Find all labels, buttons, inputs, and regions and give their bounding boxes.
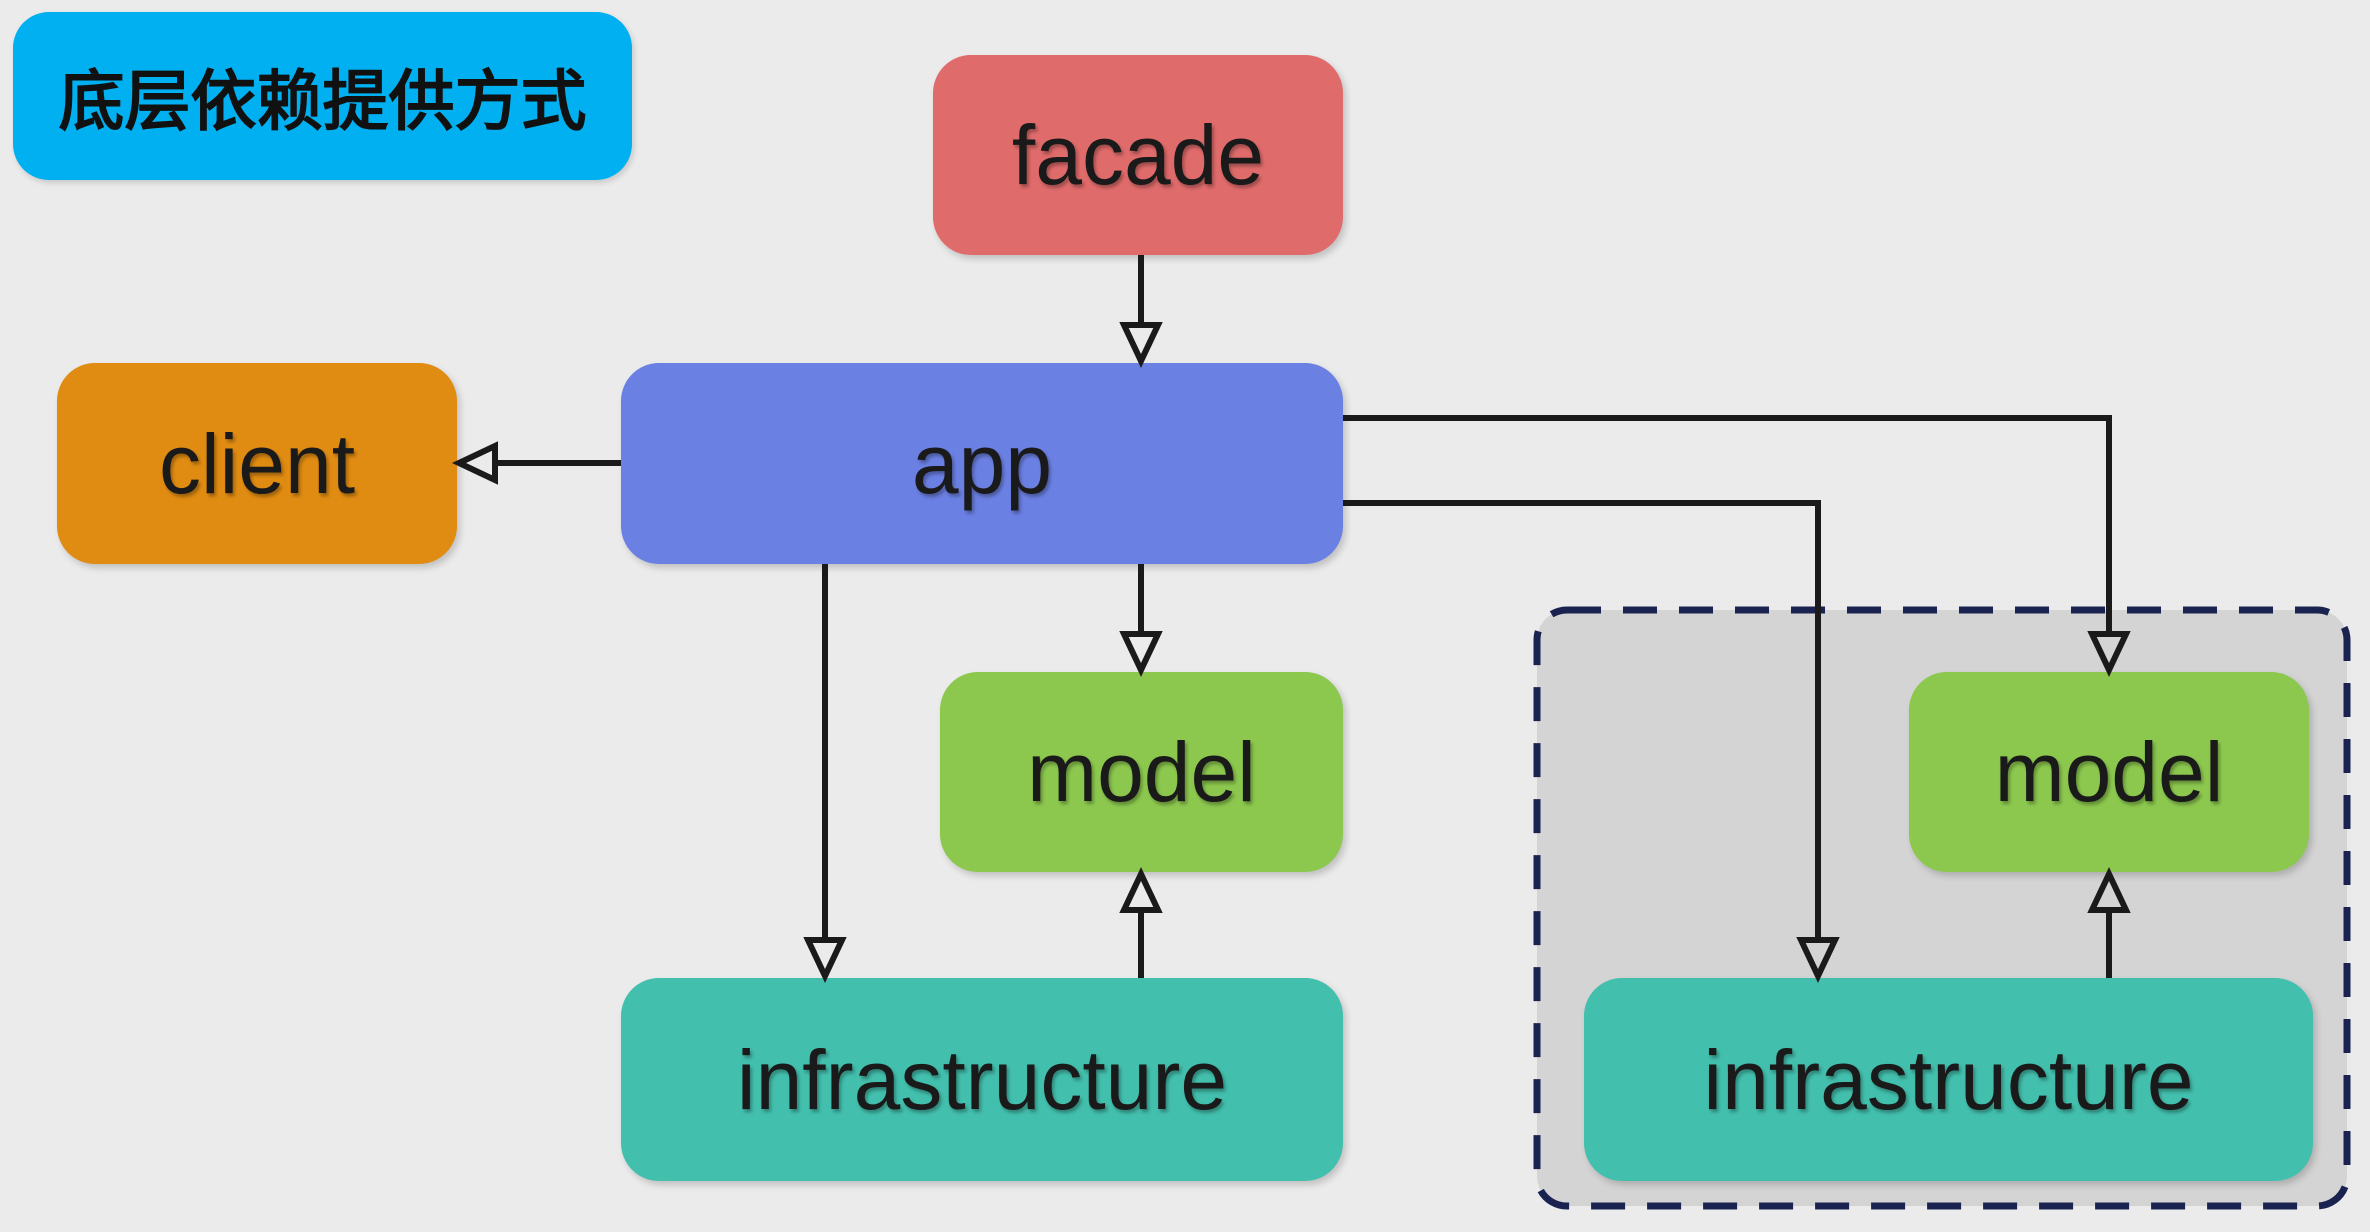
open-arrowhead-icon	[2087, 631, 2131, 678]
node-app-label: app	[911, 416, 1053, 511]
node-model-right: model	[1909, 672, 2309, 872]
node-model-left: model	[940, 672, 1343, 872]
edge-app-client	[451, 441, 621, 485]
node-model-right-label: model	[1994, 725, 2224, 819]
node-infrastructure-left: infrastructure	[621, 978, 1343, 1181]
edge-facade-app	[1119, 255, 1163, 369]
title-badge: 底层依赖提供方式	[13, 12, 632, 180]
edge-infrastructure-left-model-left	[1119, 866, 1163, 978]
node-infrastructure-right: infrastructure	[1584, 978, 2313, 1181]
edge-app-infrastructure-right	[1343, 500, 1840, 984]
node-infrastructure-right-label: infrastructure	[1703, 1032, 2194, 1127]
title-badge-label: 底层依赖提供方式	[58, 64, 587, 138]
open-arrowhead-icon	[2087, 866, 2131, 913]
open-arrowhead-icon	[1119, 322, 1163, 369]
edge-app-model-left	[1119, 564, 1163, 678]
open-arrowhead-icon	[1796, 937, 1840, 984]
node-facade-label: facade	[1011, 108, 1265, 202]
open-arrowhead-icon	[1119, 631, 1163, 678]
open-arrowhead-icon	[451, 441, 498, 485]
edge-infrastructure-right-model-right	[2087, 866, 2131, 978]
open-arrowhead-icon	[803, 937, 847, 984]
node-infrastructure-left-label: infrastructure	[736, 1032, 1228, 1127]
open-arrowhead-icon	[1119, 866, 1163, 913]
node-client-label: client	[158, 416, 356, 511]
edge-app-model-right	[1343, 415, 2131, 678]
node-app: app	[621, 363, 1343, 564]
node-facade: facade	[933, 55, 1343, 255]
edge-app-infrastructure-left	[803, 564, 847, 984]
node-client: client	[57, 363, 457, 564]
node-model-left-label: model	[1027, 725, 1256, 819]
